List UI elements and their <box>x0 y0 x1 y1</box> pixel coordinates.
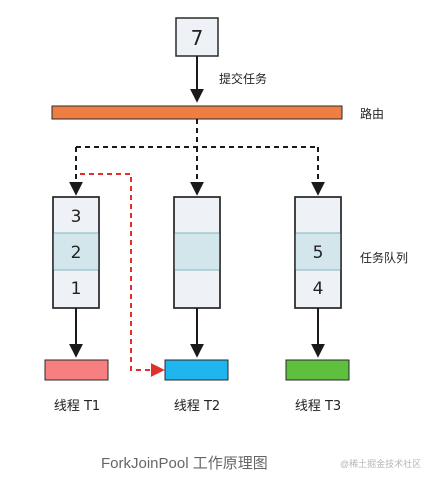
work-stealing-arrow <box>80 173 165 377</box>
queue3-task-middle: 5 <box>313 243 324 263</box>
figure-caption: ForkJoinPool 工作原理图 <box>101 455 268 472</box>
watermark: @稀土掘金技术社区 <box>340 459 422 469</box>
queue1-task-top: 3 <box>71 207 82 227</box>
submitted-task-box: 7 <box>175 17 219 57</box>
queue-to-thread-arrows <box>69 308 325 358</box>
thread-t3-box <box>285 359 350 381</box>
task-queue-t1: 3 2 1 <box>52 196 100 309</box>
task-queue-t2 <box>173 196 221 309</box>
submit-task-label: 提交任务 <box>219 71 267 86</box>
router-bar <box>51 105 343 120</box>
thread-t1-label: 线程 T1 <box>54 399 100 414</box>
submitted-task-number: 7 <box>191 26 204 50</box>
thread-t1-box <box>44 359 109 381</box>
queue3-task-bottom: 4 <box>313 279 324 299</box>
task-queue-t3: 5 4 <box>294 196 342 309</box>
queue1-task-middle: 2 <box>71 243 82 263</box>
queue1-task-bottom: 1 <box>71 279 82 299</box>
thread-t3-label: 线程 T3 <box>295 399 341 414</box>
router-label: 路由 <box>360 106 384 121</box>
thread-t2-label: 线程 T2 <box>174 399 220 414</box>
thread-t2-box <box>164 359 229 381</box>
routing-lines <box>69 119 325 196</box>
task-queue-label: 任务队列 <box>360 250 408 265</box>
